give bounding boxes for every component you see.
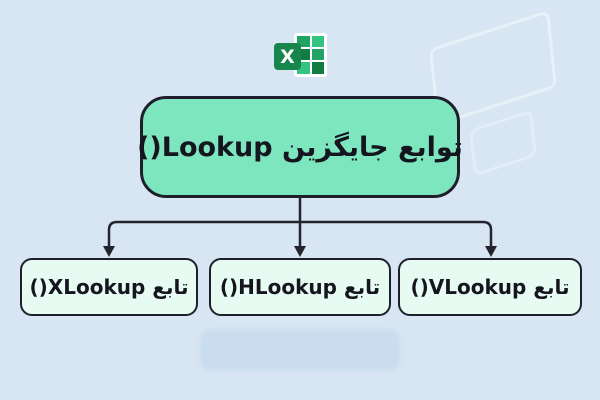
excel-icon: X (274, 33, 327, 77)
arrowhead-center (294, 246, 306, 257)
excel-x-letter: X (280, 46, 295, 68)
arrowhead-left (103, 246, 115, 257)
excel-cell (312, 62, 324, 74)
excel-cell (297, 36, 310, 47)
child-node-label: تابع XLookup() (29, 275, 189, 299)
excel-cell (297, 49, 310, 60)
arrowhead-right (485, 246, 497, 257)
child-node-hlookup: تابع HLookup() (209, 258, 391, 316)
child-node-xlookup: تابع XLookup() (20, 258, 198, 316)
excel-x-square (274, 43, 301, 70)
root-node-label: توابع جایگزین Lookup() (137, 131, 463, 163)
child-node-label: تابع VLookup() (410, 275, 570, 299)
child-node-label: تابع HLookup() (219, 275, 381, 299)
root-node-lookup: توابع جایگزین Lookup() (137, 96, 463, 198)
excel-cell (312, 49, 324, 60)
child-node-vlookup: تابع VLookup() (398, 258, 582, 316)
excel-cell (312, 36, 324, 47)
